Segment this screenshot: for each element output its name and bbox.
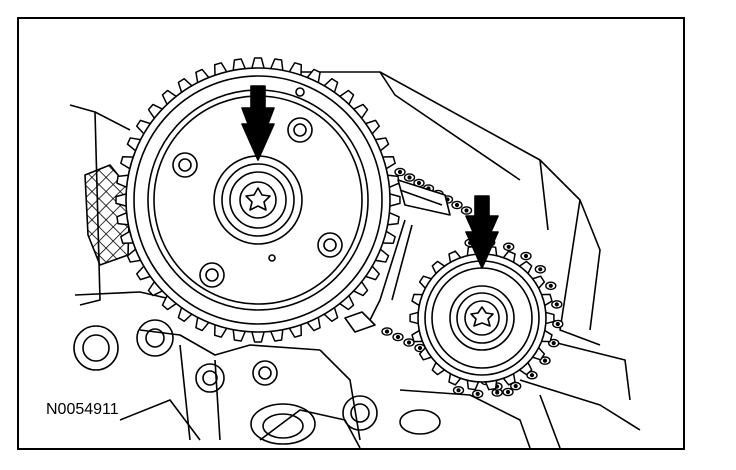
chain-guide — [344, 179, 451, 333]
indicator-arrow-right — [465, 195, 499, 269]
torx-bolt-head-small — [470, 306, 494, 327]
torx-bolt-head-large — [245, 187, 271, 211]
camshaft-sprocket-small — [409, 245, 555, 391]
indicator-arrow-left — [241, 85, 275, 161]
casting-bosses — [73, 319, 441, 445]
figure-id-label: N0054911 — [44, 401, 121, 419]
camshaft-sprocket-large — [115, 57, 401, 343]
